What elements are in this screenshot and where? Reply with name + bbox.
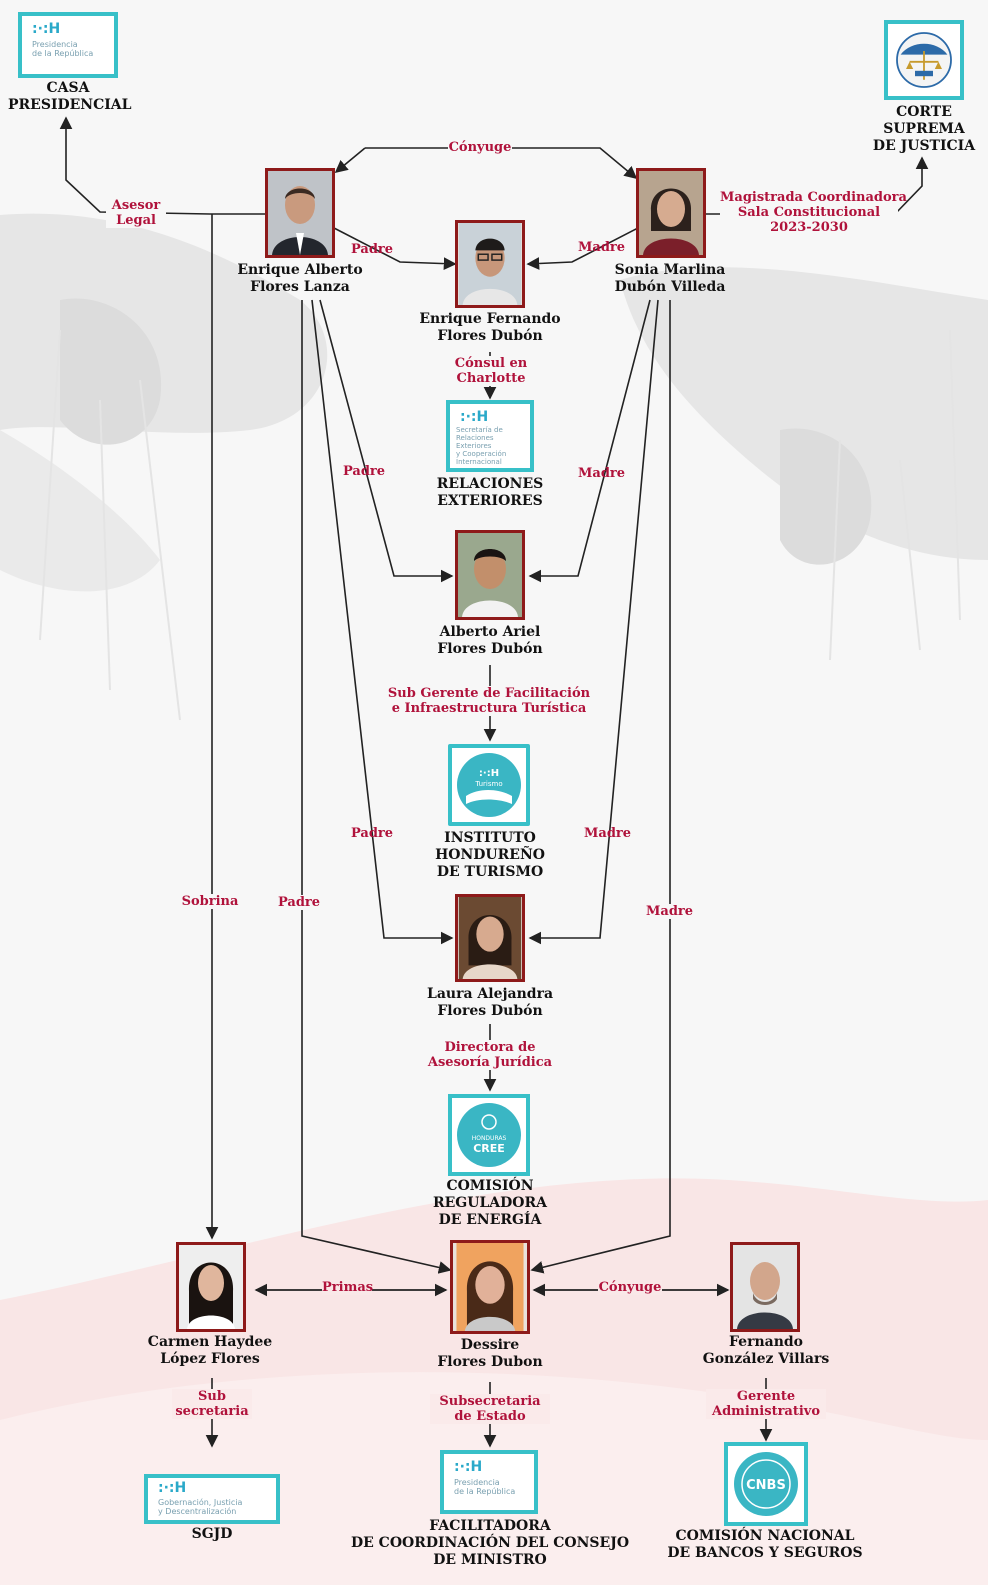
photo-enrique-alberto: [265, 168, 335, 258]
relaciones-logo-text: Secretaría de Relaciones Exteriores y Co…: [456, 426, 507, 466]
turismo-circle-icon: :·:H Turismo: [457, 753, 521, 817]
presidencia-logo: :·:H Presidencia de la República: [18, 12, 118, 78]
relaciones-exteriores-logo: :·:H Secretaría de Relaciones Exteriores…: [446, 400, 534, 472]
honduras-h-icon: :·:H: [158, 1480, 187, 1496]
honduras-h-icon: :·:H: [454, 1459, 483, 1475]
edge-madre-aa: [528, 299, 651, 583]
turismo-hx-text: :·:H: [479, 768, 499, 779]
photo-carmen: [176, 1242, 246, 1332]
honduras-h-icon: :·:H: [32, 21, 61, 37]
cnbs-logo-text: CNBS: [746, 1478, 786, 1493]
photo-sonia: [636, 168, 706, 258]
edge-madre-ef: [526, 227, 639, 270]
label-consul: Cónsul en Charlotte: [446, 356, 536, 386]
photo-enrique-fernando: [455, 220, 525, 308]
photo-laura: [455, 894, 525, 982]
name-carmen: Carmen Haydee López Flores: [147, 1334, 273, 1367]
name-fernando: Fernando González Villars: [702, 1334, 830, 1367]
cnbs-logo: CNBS: [724, 1442, 808, 1526]
name-dessire: Dessire Flores Dubon: [437, 1337, 543, 1370]
org-casa-presidencial: CASA PRESIDENCIAL: [8, 80, 132, 113]
edge-padre-la: [311, 299, 454, 945]
label-asesor-legal: Asesor Legal: [106, 198, 166, 228]
corte-suprema-logo: [884, 20, 964, 100]
cree-logo-text: CREE: [473, 1142, 505, 1155]
edge-padre-d: [301, 300, 452, 1274]
name-alberto-ariel: Alberto Ariel Flores Dubón: [437, 624, 543, 657]
photo-alberto-ariel: [455, 530, 525, 620]
person-portrait-icon: [456, 1243, 524, 1331]
name-enrique-alberto: Enrique Alberto Flores Lanza: [237, 262, 363, 295]
org-corte-suprema: CORTE SUPREMA DE JUSTICIA: [872, 104, 976, 154]
label-madre-d: Madre: [646, 904, 694, 919]
label-padre-ef: Padre: [350, 242, 394, 257]
label-sub-secretaria: Sub secretaria: [172, 1389, 252, 1419]
person-portrait-icon: [458, 223, 522, 305]
label-subsecretaria-estado: Subsecretaria de Estado: [430, 1394, 550, 1424]
label-gerente: Gerente Administrativo: [706, 1389, 826, 1419]
label-padre-d: Padre: [276, 895, 322, 910]
label-padre-aa: Padre: [342, 464, 386, 479]
label-primas: Primas: [322, 1280, 374, 1295]
person-portrait-icon: [268, 171, 332, 255]
edge-conyuge-top: [365, 147, 638, 180]
turismo-logo: :·:H Turismo: [448, 744, 530, 826]
presidencia-logo-2: :·:H Presidencia de la República: [440, 1450, 538, 1514]
label-padre-la: Padre: [350, 826, 394, 841]
label-magistrada: Magistrada Coordinadora Sala Constitucio…: [720, 190, 907, 235]
person-portrait-icon: [179, 1245, 243, 1329]
label-conyuge-bottom: Cónyuge: [598, 1280, 662, 1295]
edge-padre-aa: [319, 299, 454, 583]
edge-madre-la: [528, 299, 659, 945]
edge-asesor: [59, 116, 268, 215]
label-sobrina: Sobrina: [180, 894, 240, 909]
label-subgerente: Sub Gerente de Facilitación e Infraestru…: [380, 686, 598, 716]
label-directora: Directora de Asesoría Jurídica: [420, 1040, 560, 1070]
org-sgjd: SGJD: [191, 1526, 233, 1542]
presidencia-logo-text: Presidencia de la República: [32, 40, 94, 58]
photo-dessire: [450, 1240, 530, 1334]
scales-of-justice-icon: [896, 32, 952, 88]
org-facilitadora: FACILITADORA DE COORDINACIÓN DEL CONSEJO…: [350, 1518, 630, 1568]
cnbs-circle-icon: CNBS: [734, 1452, 798, 1516]
presidencia2-logo-text: Presidencia de la República: [454, 1478, 516, 1496]
person-portrait-icon: [733, 1245, 797, 1329]
person-portrait-icon: [639, 171, 703, 255]
edge-padre-ef: [333, 227, 457, 270]
gobernacion-logo-text: Gobernación, Justicia y Descentralizació…: [158, 1498, 243, 1516]
person-portrait-icon: [458, 533, 522, 617]
name-sonia: Sonia Marlina Dubón Villeda: [614, 262, 726, 295]
turismo-logo-text: Turismo: [474, 780, 502, 788]
edge-madre-d: [530, 300, 671, 1274]
cree-circle-icon: HONDURAS CREE: [457, 1103, 521, 1167]
cree-logo-country: HONDURAS: [472, 1135, 507, 1142]
label-madre-ef: Madre: [578, 240, 626, 255]
photo-fernando: [730, 1242, 800, 1332]
org-instituto-turismo: INSTITUTO HONDUREÑO DE TURISMO: [435, 830, 545, 880]
org-comision-energia: COMISIÓN REGULADORA DE ENERGÍA: [432, 1178, 547, 1228]
label-conyuge-top: Cónyuge: [448, 140, 512, 155]
person-portrait-icon: [458, 897, 522, 979]
label-madre-la: Madre: [584, 826, 632, 841]
cree-logo: HONDURAS CREE: [448, 1094, 530, 1176]
org-relaciones-exteriores: RELACIONES EXTERIORES: [436, 476, 544, 509]
org-cnbs: COMISIÓN NACIONAL DE BANCOS Y SEGUROS: [667, 1528, 863, 1561]
honduras-h-icon: :·:H: [460, 409, 489, 425]
name-enrique-fernando: Enrique Fernando Flores Dubón: [419, 311, 561, 344]
gobernacion-logo: :·:H Gobernación, Justicia y Descentrali…: [144, 1474, 280, 1524]
name-laura: Laura Alejandra Flores Dubón: [426, 986, 554, 1019]
label-madre-aa: Madre: [578, 466, 626, 481]
